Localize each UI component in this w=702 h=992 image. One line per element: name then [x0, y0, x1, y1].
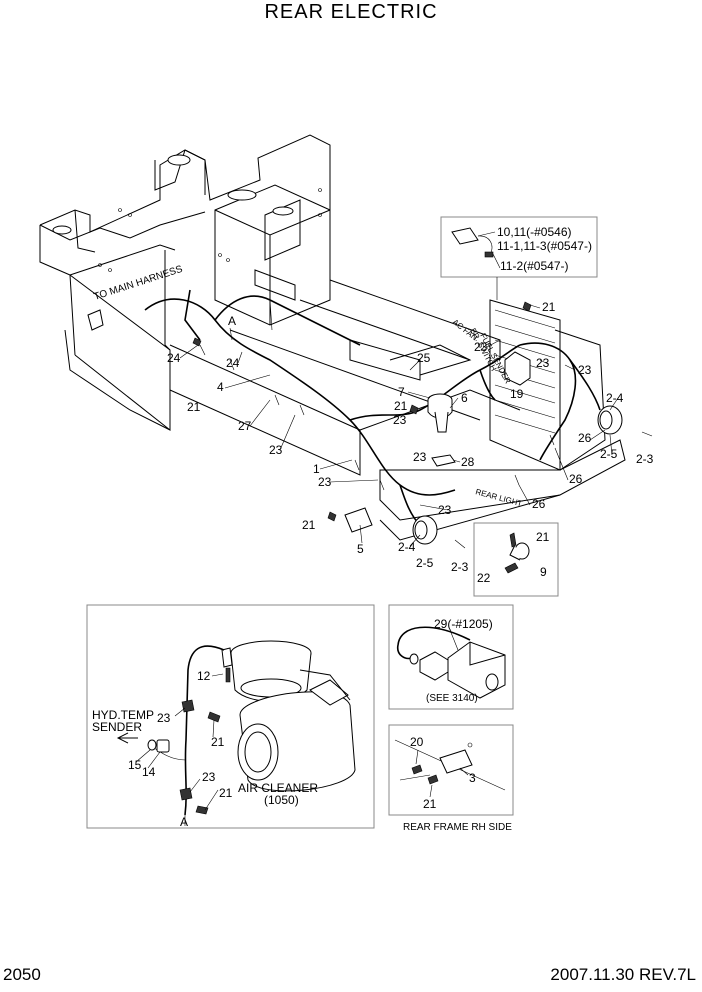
rear-light-label: REAR LIGHT — [474, 487, 523, 508]
callout-23: 23 — [474, 340, 488, 354]
callout-23: 23 — [536, 356, 550, 370]
callout-7: 7 — [398, 385, 405, 399]
callout-2-5: 2-5 — [600, 447, 618, 461]
callout-23: 23 — [157, 711, 171, 725]
callout-29: 29(-#1205) — [434, 617, 493, 631]
callout-14: 14 — [142, 765, 156, 779]
callout-2-3: 2-3 — [451, 560, 469, 574]
callout-23: 23 — [318, 475, 332, 489]
callout-21: 21 — [187, 400, 201, 414]
callout-3: 3 — [469, 771, 476, 785]
callout-23: 23 — [413, 450, 427, 464]
relay-part-19 — [504, 351, 531, 386]
callout-11-1: 11-1,11-3(#0547-) — [497, 239, 592, 253]
callout-21: 21 — [219, 786, 233, 800]
callout-21: 21 — [394, 399, 408, 413]
callout-12: 12 — [197, 669, 211, 683]
air-cleaner-panel — [86, 604, 375, 829]
page-number: 2050 — [3, 965, 41, 984]
callout-26: 26 — [569, 472, 583, 486]
callout-26: 26 — [532, 497, 546, 511]
callout-a: A — [180, 815, 188, 829]
bracket-part-5 — [344, 507, 373, 533]
revision-date: 2007.11.30 REV.7L — [550, 965, 696, 984]
callout-1: 1 — [313, 462, 320, 476]
rear-light-right — [597, 405, 653, 437]
callout-27: 27 — [238, 419, 252, 433]
to-main-harness-label: TO MAIN HARNESS — [93, 264, 185, 303]
air-cleaner-label: AIR CLEANER — [238, 781, 318, 795]
callout-a: A — [228, 314, 236, 328]
callout-21: 21 — [536, 530, 550, 544]
callout-15: 15 — [128, 758, 142, 772]
callout-20: 20 — [410, 735, 424, 749]
callout-labels-main: 21 23 23 23 2-4 19 26 2-5 2-3 25 7 21 23… — [167, 300, 654, 585]
callout-23: 23 — [393, 413, 407, 427]
cable-clamps — [199, 344, 555, 491]
inset-clamp-box — [473, 522, 559, 597]
callout-4: 4 — [217, 380, 224, 394]
air-cleaner-ref-label: (1050) — [264, 793, 299, 807]
callout-2-3: 2-3 — [636, 452, 654, 466]
rear-light-left — [412, 515, 466, 549]
callout-23: 23 — [269, 443, 283, 457]
callout-21: 21 — [423, 797, 437, 811]
bracket-part-28 — [431, 454, 456, 467]
see-3140-label: (SEE 3140) — [426, 693, 478, 704]
callout-24: 24 — [167, 351, 181, 365]
callout-23: 23 — [578, 363, 592, 377]
hyd-temp-sender-label: HYD.TEMP — [92, 708, 154, 722]
leader-lines — [179, 304, 619, 547]
callout-22: 22 — [477, 571, 491, 585]
callout-26: 26 — [578, 431, 592, 445]
callout-23: 23 — [438, 503, 452, 517]
callout-19: 19 — [510, 387, 524, 401]
callout-21: 21 — [302, 518, 316, 532]
rear-frame-drawing — [39, 134, 626, 541]
callout-2-4: 2-4 — [398, 540, 416, 554]
callout-21: 21 — [211, 735, 225, 749]
callout-28: 28 — [461, 455, 475, 469]
inset-lamp-box — [440, 216, 598, 300]
callout-24: 24 — [226, 356, 240, 370]
callout-11-2: 11-2(#0547-) — [500, 259, 568, 273]
callout-21: 21 — [542, 300, 556, 314]
callout-5: 5 — [357, 542, 364, 556]
panel-29 — [388, 604, 514, 710]
page-title: REAR ELECTRIC — [264, 1, 438, 23]
rear-frame-rh-side-caption: REAR FRAME RH SIDE — [403, 822, 512, 833]
fuel-sender-part — [427, 393, 453, 433]
callout-2-5: 2-5 — [416, 556, 434, 570]
callout-25: 25 — [417, 351, 431, 365]
callout-9: 9 — [540, 565, 547, 579]
hyd-temp-sender-label-2: SENDER — [92, 720, 142, 734]
bolt-icons — [192, 301, 532, 522]
callout-23: 23 — [202, 770, 216, 784]
callout-6: 6 — [461, 391, 468, 405]
callout-10-11: 10,11(-#0546) — [497, 225, 572, 239]
rear-frame-rh-panel — [388, 724, 514, 816]
callout-2-4: 2-4 — [606, 391, 624, 405]
